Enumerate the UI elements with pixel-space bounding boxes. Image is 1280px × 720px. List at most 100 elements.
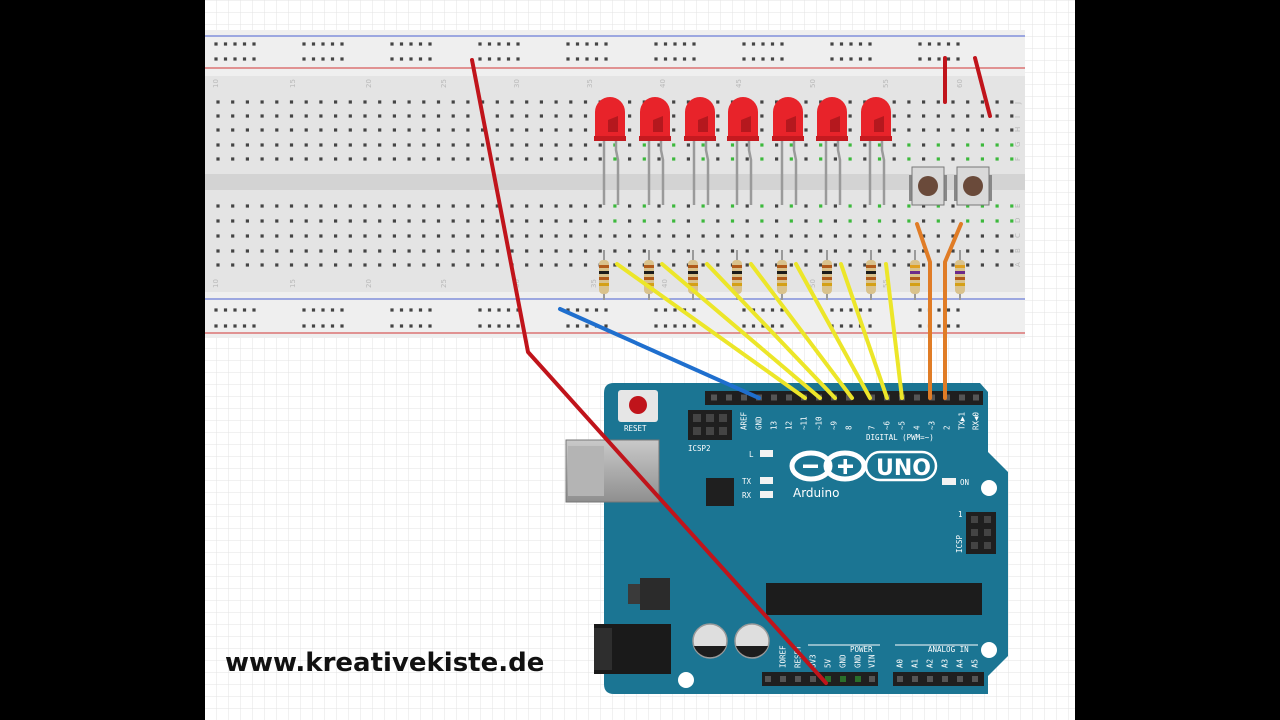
breadboard-hole — [289, 263, 294, 267]
column-number: 40 — [659, 79, 667, 88]
breadboard-hole — [231, 263, 235, 267]
breadboard-hole — [701, 249, 705, 253]
resistor — [822, 250, 832, 300]
breadboard-hole — [642, 249, 646, 253]
breadboard-hole — [392, 114, 396, 118]
yellow-wire-led[interactable] — [794, 262, 872, 400]
breadboard-hole — [231, 114, 235, 118]
breadboard-hole — [495, 128, 499, 132]
rail-hole — [516, 42, 520, 46]
breadboard-hole — [525, 219, 529, 223]
breadboard-hole — [539, 100, 543, 104]
rail-hole — [849, 308, 853, 312]
rx-led — [760, 491, 773, 498]
breadboard-hole — [363, 114, 367, 118]
digital-pin-label: ~9 — [830, 421, 839, 430]
breadboard-hole — [686, 143, 690, 147]
rail-hole — [233, 42, 237, 46]
rail-hole — [830, 42, 834, 46]
breadboard-hole — [363, 219, 367, 223]
blue-wire-gnd[interactable] — [558, 307, 761, 400]
push-button[interactable] — [954, 166, 992, 206]
resistor — [732, 250, 742, 300]
breadboard-hole — [554, 234, 558, 238]
rail-hole — [302, 324, 306, 328]
breadboard-hole — [657, 234, 661, 238]
power-pin-holes — [765, 676, 875, 682]
breadboard-hole — [495, 263, 499, 267]
breadboard-hole — [363, 204, 367, 208]
push-button[interactable] — [909, 166, 947, 206]
breadboard-hole — [451, 128, 455, 132]
row-letter: D — [1014, 218, 1022, 223]
yellow-wire-led[interactable] — [705, 262, 837, 400]
yellow-wire-led[interactable] — [749, 262, 854, 400]
breadboard-hole — [495, 143, 499, 147]
yellow-wire-led[interactable] — [839, 262, 889, 400]
header-pin — [765, 676, 771, 682]
header-pin — [912, 676, 918, 682]
breadboard-hole — [848, 114, 852, 118]
rail-hole — [654, 42, 658, 46]
rail-hole — [409, 57, 413, 61]
breadboard-hole — [334, 157, 338, 161]
breadboard-hole — [245, 143, 249, 147]
breadboard-hole — [348, 100, 352, 104]
breadboard-hole — [657, 157, 661, 161]
column-number: 35 — [590, 279, 598, 288]
rail-hole — [418, 42, 423, 46]
row-letter: A — [1014, 262, 1022, 267]
breadboard-hole — [833, 263, 837, 267]
orange-wire-button[interactable] — [943, 222, 963, 400]
breadboard-hole — [760, 100, 764, 104]
yellow-wire-led[interactable] — [660, 262, 822, 400]
header-pin — [840, 676, 846, 682]
breadboard-hole — [877, 143, 882, 147]
orange-wire-button[interactable] — [915, 222, 932, 400]
breadboard-hole — [275, 157, 279, 161]
rail-hole — [321, 324, 325, 328]
rail-hole — [330, 324, 335, 328]
rail-hole — [868, 324, 872, 328]
breadboard-hole — [980, 234, 984, 238]
breadboard-hole — [583, 234, 588, 238]
breadboard-hole — [510, 234, 514, 238]
breadboard-hole — [672, 128, 676, 132]
reset-button-cap[interactable] — [629, 396, 647, 414]
breadboard-hole — [260, 219, 264, 223]
yellow-wire-led[interactable] — [884, 262, 904, 400]
rail-hole — [858, 42, 863, 46]
header-pin — [825, 676, 831, 682]
column-number: 60 — [956, 79, 964, 88]
breadboard-hole — [525, 143, 529, 147]
usb-connector-inner — [568, 446, 604, 496]
breadboard-hole — [657, 204, 661, 208]
column-number: 15 — [289, 79, 297, 88]
yellow-wire-led[interactable] — [615, 262, 807, 400]
rail-hole — [487, 57, 492, 61]
breadboard-hole — [877, 234, 882, 238]
breadboard-hole — [716, 114, 720, 118]
breadboard-hole — [583, 100, 588, 104]
red-wire-5v[interactable] — [470, 58, 828, 685]
red-wire-rail-jumper[interactable] — [973, 56, 992, 118]
digital-pin-label: GND — [755, 416, 764, 430]
top-power-rail — [205, 30, 1025, 76]
breadboard-hole — [583, 204, 588, 208]
breadboard-hole — [922, 128, 926, 132]
row-letter: C — [1014, 233, 1022, 238]
rail-hole — [311, 57, 316, 61]
breadboard-hole — [348, 249, 352, 253]
breadboard-hole — [378, 204, 382, 208]
breadboard-hole — [804, 128, 808, 132]
analog-pin-holes — [897, 676, 978, 682]
breadboard-hole — [833, 157, 837, 161]
breadboard-hole — [613, 219, 617, 223]
breadboard-hole — [495, 204, 499, 208]
breadboard-hole — [569, 219, 573, 223]
breadboard-hole — [289, 219, 294, 223]
breadboard-hole — [1010, 114, 1014, 118]
breadboard-hole — [539, 234, 543, 238]
column-number: 20 — [365, 279, 373, 288]
